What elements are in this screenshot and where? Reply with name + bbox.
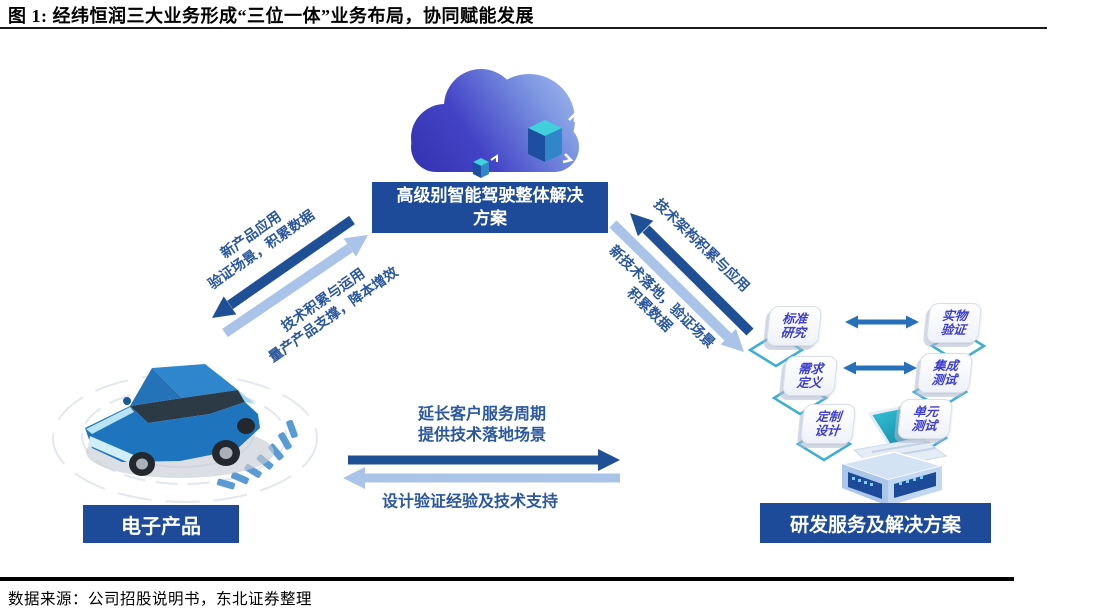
vmodel-tile-requirement-definition: 需求 定义 xyxy=(781,356,839,396)
radar-rings xyxy=(52,373,318,503)
figure-title-prefix: 图 1: xyxy=(8,6,48,26)
vmodel-tile-integration-test: 集成 测试 xyxy=(916,353,974,393)
edge-label-left-to-right: 延长客户服务周期 提供技术落地场景 xyxy=(417,406,547,444)
title-underline xyxy=(0,27,1047,29)
footer-rule xyxy=(0,577,1014,581)
figure-title-text: 经纬恒润三大业务形成“三位一体”业务布局，协同赋能发展 xyxy=(52,6,534,26)
vmodel-tile-physical-verification: 实物 验证 xyxy=(925,303,983,343)
figure-title: 图 1: 经纬恒润三大业务形成“三位一体”业务布局，协同赋能发展 xyxy=(8,2,534,28)
arrow-left-to-right xyxy=(348,449,620,471)
cloud-small-cube-icon xyxy=(473,154,498,178)
double-arrow-icon xyxy=(843,315,919,375)
signal-bars xyxy=(216,419,298,490)
cloud-body xyxy=(411,69,579,172)
edge-label-right-to-cloud: 技术架构积累与应用 xyxy=(651,195,753,295)
edge-label-right-to-left: 设计验证经验及技术支持 xyxy=(381,493,559,511)
source-note: 数据来源：公司招股说明书，东北证券整理 xyxy=(8,591,313,608)
vmodel-connector-diamonds xyxy=(747,328,987,462)
cloud-icon xyxy=(411,69,579,178)
node-electronic-products: 电子产品 xyxy=(83,505,239,543)
edge-label-left-to-cloud: 技术积累与运用 量产产品支撑，降本增效 xyxy=(265,263,401,366)
car-shadow xyxy=(86,426,274,478)
server-box xyxy=(839,451,945,506)
car-body xyxy=(85,364,260,476)
node-intelligent-driving-solution: 高级别智能驾驶整体解决 方案 xyxy=(372,182,608,233)
vmodel-tile-standard-research: 标准 研究 xyxy=(765,306,823,346)
node-rd-services-solutions: 研发服务及解决方案 xyxy=(760,503,991,543)
vmodel-tile-custom-design: 定制 设计 xyxy=(799,404,857,444)
vmodel-tile-unit-test: 单元 测试 xyxy=(896,399,954,439)
edge-label-cloud-to-left: 新产品应用 验证场景，积累数据 xyxy=(204,206,318,293)
cloud-cube-icon xyxy=(528,110,577,164)
arrow-right-to-left xyxy=(343,467,620,489)
edge-label-cloud-to-right: 新技术落地，验证场景 积累数据 xyxy=(606,242,719,351)
